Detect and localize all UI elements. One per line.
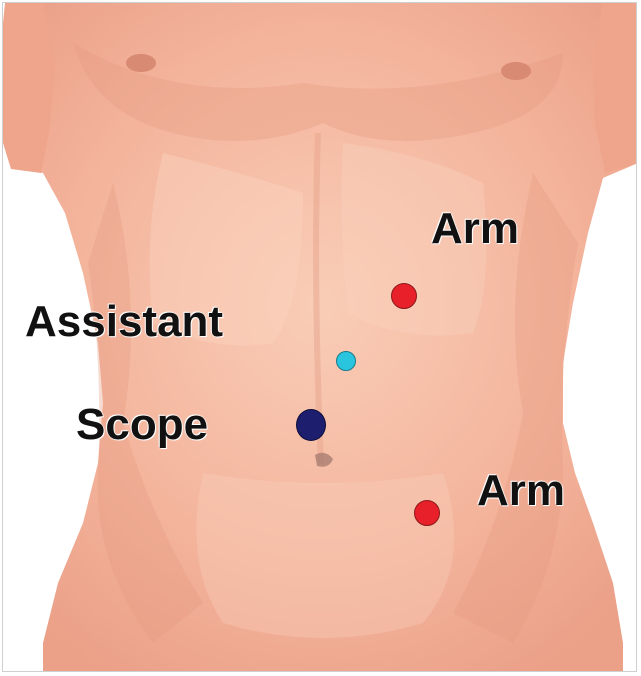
label-scope: Scope xyxy=(76,403,208,447)
label-assistant: Assistant xyxy=(25,300,223,344)
label-arm-upper: Arm xyxy=(431,207,519,251)
lower-abdomen-highlight xyxy=(196,473,454,638)
assistant-port xyxy=(336,351,356,371)
scope-port xyxy=(296,409,326,441)
right-nipple xyxy=(501,62,531,80)
label-arm-lower: Arm xyxy=(477,469,565,513)
left-nipple xyxy=(126,54,156,72)
arm-port-lower xyxy=(414,500,440,526)
arm-port-upper xyxy=(391,283,417,309)
